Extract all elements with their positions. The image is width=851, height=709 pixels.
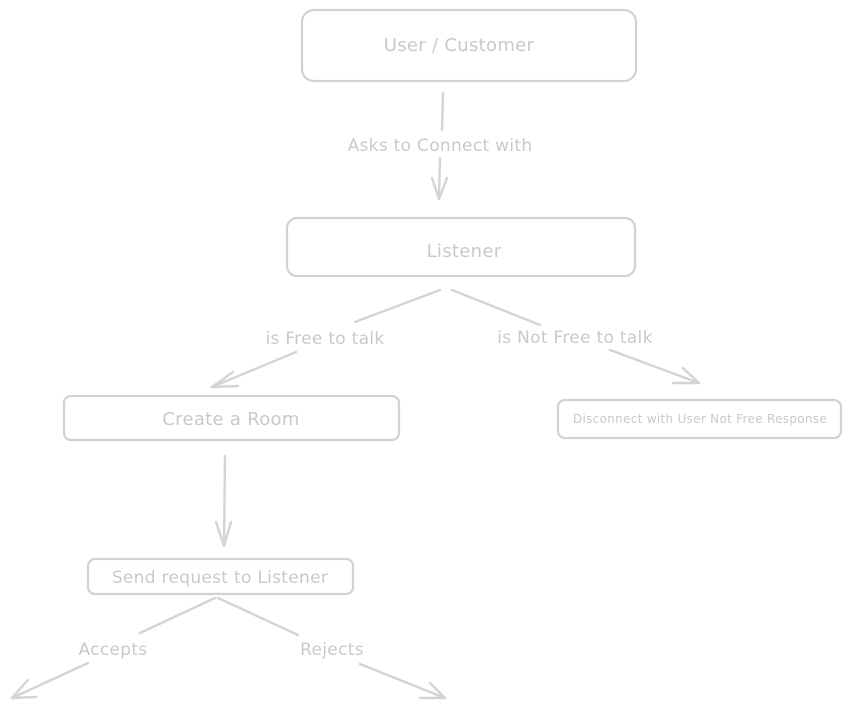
edge-line [358,662,447,700]
edge-label-rejects: Rejects [300,640,364,660]
arrowhead-icon [418,681,447,700]
arrowhead-icon [10,678,38,700]
edge-label-is-free: is Free to talk [265,329,384,349]
edge-accepts: Accepts [10,596,217,700]
node-label: Listener [427,241,502,262]
edge-line [138,596,217,635]
node-box [62,394,401,442]
node-box [285,216,637,278]
edge-label-asks-to-connect: Asks to Connect with [348,136,533,156]
node-disconnect[interactable]: Disconnect with User Not Free Response [556,398,843,440]
arrowhead-icon [214,520,233,548]
edge-line [222,454,227,547]
edge-line [10,661,90,700]
node-label: Send request to Listener [112,568,328,588]
edge-rejects: Rejects [216,596,447,700]
node-box [86,557,355,596]
edge-label-is-not-free: is Not Free to talk [497,328,652,348]
edge-line [216,596,300,637]
node-label: Create a Room [162,409,299,430]
edge-label-accepts: Accepts [79,640,148,660]
arrowhead-icon [210,370,240,389]
arrowhead-icon [671,366,701,385]
node-label: Disconnect with User Not Free Response [573,412,827,426]
node-create-room[interactable]: Create a Room [62,394,401,442]
node-listener[interactable]: Listener [285,216,637,278]
node-label: User / Customer [384,35,535,56]
edge-line [440,91,445,132]
edge-line [353,288,442,324]
arrowhead-icon [430,176,449,201]
edge-line [450,288,542,327]
node-send-request[interactable]: Send request to Listener [86,557,355,596]
edge-listener-to-room: is Free to talk [210,288,442,389]
edge-listener-to-disconnect: is Not Free to talk [450,288,701,385]
edge-line [437,156,442,200]
node-user-customer[interactable]: User / Customer [300,8,638,83]
edge-user-to-listener: Asks to Connect with [348,91,533,201]
edge-line [210,350,298,389]
node-box [556,398,843,440]
edge-room-to-send [214,454,233,548]
node-box [300,8,638,83]
edge-line [608,348,701,385]
